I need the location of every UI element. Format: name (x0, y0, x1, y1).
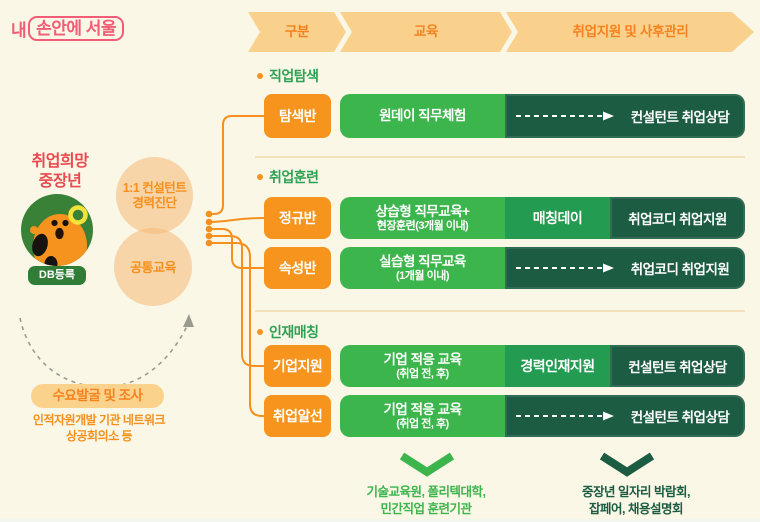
demand-survey-badge: 수요발굴 및 조사 (31, 384, 164, 408)
flow-row-company-support: 기업지원 기업 적응 교육 (취업 전, 후) 경력인재지원 컨설턴트 취업상담 (264, 345, 745, 387)
education-subtext: 현장훈련(3개월 이내) (376, 220, 469, 232)
banner-step-category: 구분 (284, 24, 310, 39)
education-text: 기업 적응 교육 (383, 352, 462, 367)
class-label-box: 정규반 (264, 197, 331, 239)
class-label-box: 탐색반 (264, 94, 331, 138)
training-orgs-line1: 기술교육원, 폴리텍대학, (366, 485, 486, 499)
common-education-circle: 공통교육 (114, 228, 192, 306)
support-segment: 컨설턴트 취업상담 (505, 94, 745, 138)
survey-desc-line1: 인적자원개발 기관 네트워크 (32, 413, 166, 427)
jobfair-line2: 잡페어, 채용설명회 (589, 502, 683, 516)
section-title: 직업탐색 (269, 68, 319, 84)
bullet-icon (257, 329, 263, 335)
matching-segment: 경력인재지원 (505, 345, 610, 387)
section-divider (255, 156, 745, 158)
logo-boxed-text: 손안에 서울 (28, 16, 125, 41)
flow-row-regular: 정규반 상습형 직무교육+ 현장훈련(3개월 이내) 매칭데이 취업코디 취업지… (264, 197, 745, 239)
target-title-line1: 취업희망 (31, 153, 89, 170)
banner-step-support: 취업지원 및 사후관리 (572, 24, 689, 39)
training-orgs-line2: 민간직업 훈련기관 (380, 502, 472, 516)
section-title: 취업훈련 (269, 169, 319, 185)
logo-prefix: 내 (11, 21, 27, 40)
education-text: 원데이 직무체험 (379, 108, 466, 123)
section-header-job-exploration: 직업탐색 (257, 66, 319, 86)
site-logo[interactable]: 내 손안에 서울 (11, 16, 125, 41)
career-diagnosis-circle: 1:1 컨설턴트 경력진단 (116, 157, 193, 234)
section-title: 인재매칭 (269, 324, 319, 340)
education-segment: 상습형 직무교육+ 현장훈련(3개월 이내) (340, 197, 505, 239)
education-subtext: (취업 전, 후) (396, 418, 449, 430)
middle-aged-character-icon (21, 194, 93, 266)
target-group-title: 취업희망 중장년 (12, 152, 108, 192)
section-header-job-training: 취업훈련 (257, 167, 319, 187)
education-text: 실습형 직무교육 (379, 254, 466, 269)
support-segment: 컨설턴트 취업상담 (610, 345, 745, 387)
circle-top-line2: 경력진단 (132, 195, 177, 210)
survey-description: 인적자원개발 기관 네트워크 상공회의소 등 (5, 412, 193, 444)
jobfair-chevron-icon (599, 452, 655, 477)
flow-row-intensive: 속성반 실습형 직무교육 (1개월 이내) 취업코디 취업지원 (264, 247, 745, 289)
section-header-talent-matching: 인재매칭 (257, 322, 319, 342)
education-subtext: (1개월 이내) (396, 270, 449, 282)
education-segment: 기업 적응 교육 (취업 전, 후) (340, 395, 505, 437)
survey-desc-line2: 상공회의소 등 (65, 429, 133, 443)
dashed-arrow-icon (516, 111, 614, 121)
class-label-box: 기업지원 (264, 345, 331, 387)
support-text: 컨설턴트 취업상담 (630, 110, 730, 125)
flow-row-job-placement: 취업알선 기업 적응 교육 (취업 전, 후) 컨설턴트 취업상담 (264, 395, 745, 437)
jobfair-line1: 중장년 일자리 박람회, (582, 485, 690, 499)
section-divider (255, 310, 745, 312)
bullet-icon (257, 174, 263, 180)
support-segment: 컨설턴트 취업상담 (505, 395, 745, 437)
class-label-box: 취업알선 (264, 395, 331, 437)
education-segment: 원데이 직무체험 (340, 94, 505, 138)
dashed-arrow-icon (516, 263, 614, 273)
flow-row-exploration: 탐색반 원데이 직무체험 컨설턴트 취업상담 (264, 94, 745, 138)
class-label-box: 속성반 (264, 247, 331, 289)
bottom-edge-strip (0, 519, 760, 522)
support-text: 취업코디 취업지원 (630, 262, 730, 277)
support-text: 컨설턴트 취업상담 (630, 410, 730, 425)
education-subtext: (취업 전, 후) (396, 368, 449, 380)
target-title-line2: 중장년 (38, 173, 82, 190)
dashed-arrow-icon (516, 411, 614, 421)
support-segment: 취업코디 취업지원 (610, 197, 745, 239)
bullet-icon (257, 73, 263, 79)
banner-step-education: 교육 (413, 24, 439, 39)
db-registration-badge: DB등록 (28, 266, 86, 285)
matching-segment: 매칭데이 (505, 197, 610, 239)
training-orgs-chevron-icon (399, 452, 455, 477)
education-text: 기업 적응 교육 (383, 402, 462, 417)
circle-top-line1: 1:1 컨설턴트 (122, 180, 187, 195)
jobfair-note: 중장년 일자리 박람회, 잡페어, 채용설명회 (550, 484, 722, 518)
support-segment: 취업코디 취업지원 (505, 247, 745, 289)
education-segment: 기업 적응 교육 (취업 전, 후) (340, 345, 505, 387)
banner-chevrons-icon (248, 12, 754, 52)
education-text: 상습형 직무교육+ (375, 204, 470, 219)
education-segment: 실습형 직무교육 (1개월 이내) (340, 247, 505, 289)
circle-bottom-label: 공통교육 (130, 259, 176, 275)
training-orgs-note: 기술교육원, 폴리텍대학, 민간직업 훈련기관 (340, 484, 512, 518)
